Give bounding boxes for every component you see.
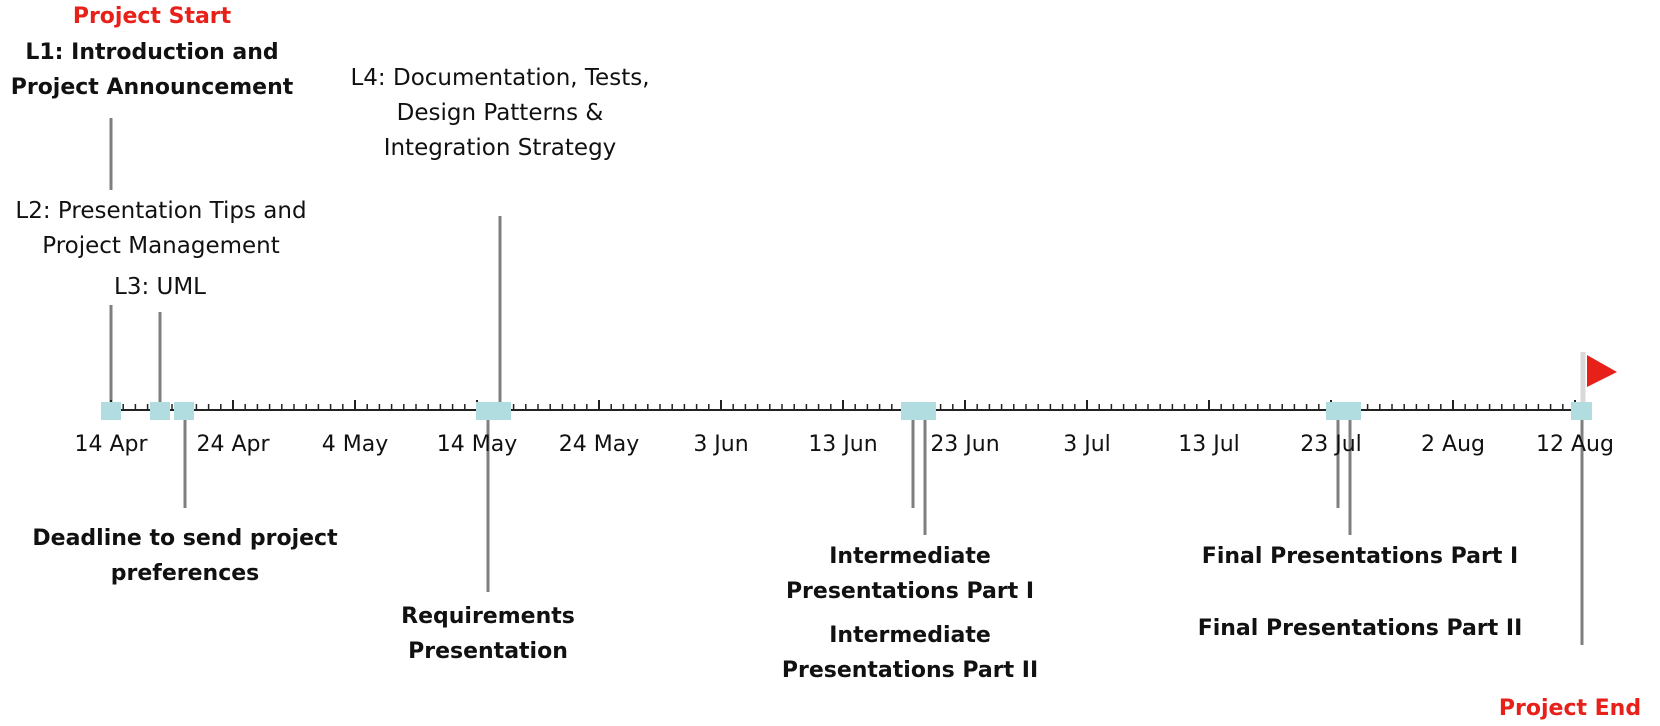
date-tick-label: 24 May [558, 432, 640, 457]
marker-18-apr [150, 402, 170, 420]
date-tick-label: 14 May [436, 432, 518, 457]
date-tick-label: 3 Jun [693, 432, 749, 457]
date-tick-label: 13 Jun [808, 432, 878, 457]
date-tick-label: 23 Jun [930, 432, 1000, 457]
marker-14-may [476, 402, 511, 420]
marker-14-apr [101, 402, 121, 420]
marker-13-aug [1571, 402, 1592, 420]
intermediate-1-label: Intermediate Presentations Part I [785, 544, 1035, 604]
final-1-label: Final Presentations Part I [1201, 544, 1519, 569]
project-end-label: Project End [1498, 696, 1642, 721]
l2-label: L2: Presentation Tips and Project Manage… [15, 198, 307, 259]
date-tick-label: 13 Jul [1178, 432, 1240, 457]
marker-24-jul [1326, 402, 1361, 420]
minor-ticks [122, 404, 1588, 410]
date-tick-label: 2 Aug [1421, 432, 1485, 457]
final-2-label: Final Presentations Part II [1197, 616, 1523, 641]
date-tick-label: 12 Aug [1536, 432, 1614, 457]
l4-label: L4: Documentation, Tests, Design Pattern… [350, 65, 650, 161]
date-tick-label: 24 Apr [196, 432, 270, 457]
l1-label: L1: Introduction and Project Announcemen… [10, 40, 294, 100]
intermediate-2-label: Intermediate Presentations Part II [781, 623, 1039, 683]
date-tick-label: 4 May [321, 432, 389, 457]
l3-label: L3: UML [114, 274, 206, 300]
marker-20-apr [174, 402, 194, 420]
deadline-label: Deadline to send project preferences [32, 526, 338, 586]
flag-icon [1580, 352, 1617, 402]
project-start-label: Project Start [72, 4, 232, 29]
date-tick-label: 14 Apr [74, 432, 148, 457]
date-tick-label: 3 Jul [1063, 432, 1111, 457]
requirements-label: Requirements Presentation [401, 604, 575, 664]
date-tick-label: 23 Jul [1300, 432, 1362, 457]
marker-20-jun [901, 402, 936, 420]
